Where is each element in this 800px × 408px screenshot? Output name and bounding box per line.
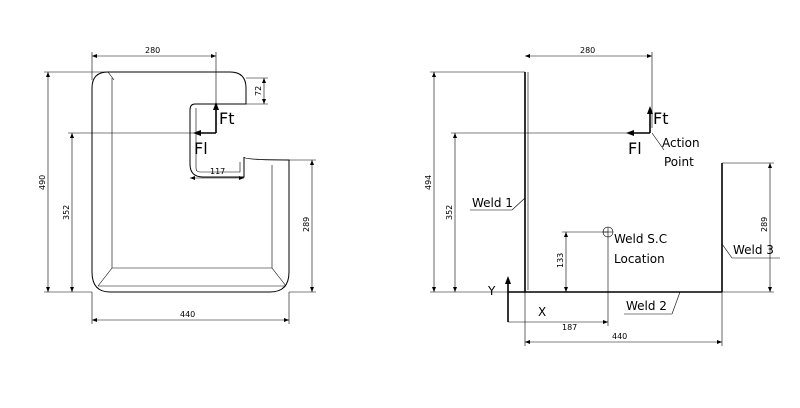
- weld-sc-marker: [602, 226, 614, 238]
- right-dim-187: 187: [508, 236, 609, 332]
- weld2-label: Weld 2: [626, 299, 667, 313]
- left-dim-440: 440: [91, 292, 290, 324]
- weld1-label: Weld 1: [472, 196, 513, 210]
- left-dim-490: 490: [38, 71, 108, 293]
- left-dim-289-text: 289: [302, 217, 311, 232]
- weld-sc-label-line2: Location: [614, 252, 665, 266]
- left-notch-inner: [195, 108, 241, 173]
- right-dim-440-text: 440: [612, 332, 627, 341]
- left-dim-280-text: 280: [145, 46, 160, 55]
- left-part-inner-line: [111, 78, 273, 269]
- left-dim-72: 72: [246, 77, 268, 105]
- right-force-fl: Fl: [626, 130, 650, 158]
- axis-y: Y: [487, 276, 511, 322]
- left-dim-352: 352: [62, 132, 212, 292]
- weld3-leader-tail: [721, 243, 733, 259]
- right-fl-label: Fl: [628, 139, 642, 158]
- right-force-ft: Ft: [647, 106, 668, 133]
- left-part-outline: [91, 71, 290, 293]
- right-dim-352: 352: [445, 132, 646, 292]
- left-dim-117: 117: [190, 167, 244, 180]
- axis-y-label: Y: [487, 284, 496, 298]
- left-force-ft: Ft: [213, 102, 234, 133]
- right-ft-label: Ft: [653, 109, 668, 128]
- left-dim-352-text: 352: [62, 205, 71, 220]
- left-dim-280: 280: [91, 46, 217, 130]
- weld-sc-label-line1: Weld S.C: [614, 232, 667, 246]
- axis-x-label: X: [538, 305, 546, 319]
- right-dim-494-text: 494: [424, 175, 433, 190]
- right-dim-280: 280: [525, 46, 653, 128]
- left-dim-289: 289: [289, 159, 316, 293]
- right-dim-187-text: 187: [562, 323, 577, 332]
- left-fl-label: Fl: [194, 139, 208, 158]
- action-label-line1: Action: [662, 136, 700, 150]
- right-dim-352-text: 352: [445, 205, 454, 220]
- right-dim-280-text: 280: [580, 46, 595, 55]
- right-dim-289-text: 289: [760, 217, 769, 232]
- left-force-fl: Fl: [193, 130, 216, 158]
- left-bottom-chamfer-left: [97, 267, 113, 287]
- left-bottom-chamfer-right: [271, 267, 287, 287]
- weld3-label: Weld 3: [733, 243, 774, 257]
- right-dim-440: 440: [524, 292, 723, 346]
- weld1-leader-tail: [511, 197, 526, 211]
- left-dim-117-text: 117: [210, 167, 225, 176]
- right-dim-289: 289: [722, 162, 774, 293]
- right-dim-494: 494: [424, 71, 525, 293]
- action-label-line2: Point: [664, 155, 694, 169]
- left-dim-440-text: 440: [180, 310, 195, 319]
- left-dim-72-text: 72: [254, 86, 263, 96]
- left-dim-490-text: 490: [38, 175, 47, 190]
- left-view: 280 490 352 72: [38, 46, 316, 324]
- left-ft-label: Ft: [219, 109, 234, 128]
- weld2-leader-tail: [671, 291, 681, 315]
- right-dim-133-text: 133: [556, 253, 565, 268]
- right-dim-133: 133: [556, 231, 608, 292]
- right-view: 280 494 352 289: [424, 46, 780, 346]
- action-leader: [651, 132, 665, 151]
- left-top-flange-line: [107, 71, 115, 81]
